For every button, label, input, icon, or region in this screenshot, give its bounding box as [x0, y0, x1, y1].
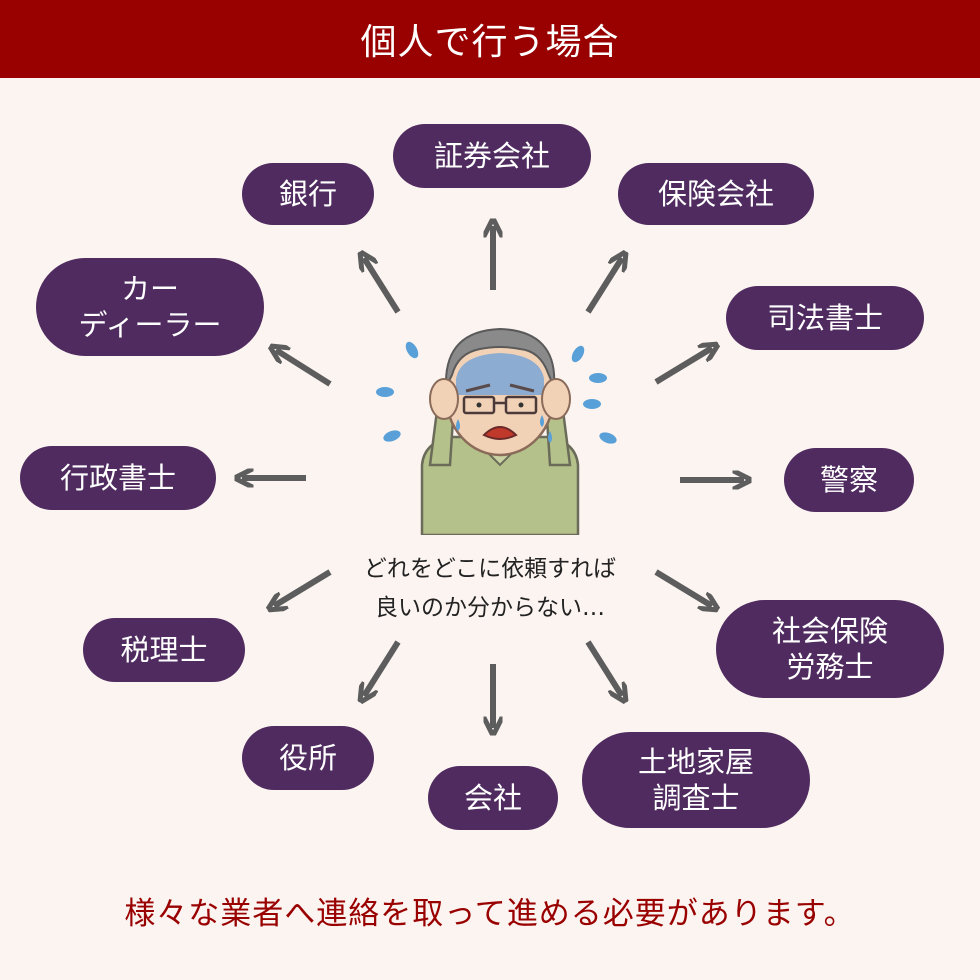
node-shouken: 証券会社: [393, 124, 591, 188]
node-sharoushi: 社会保険 労務士: [716, 600, 944, 698]
worried-man-icon: [420, 327, 580, 535]
node-ginkou: 銀行: [242, 163, 374, 225]
node-gyousei: 行政書士: [20, 446, 216, 510]
node-car: カー ディーラー: [36, 258, 264, 356]
node-tochi: 土地家屋 調査士: [582, 732, 810, 828]
page-title: 個人で行う場合: [360, 22, 620, 63]
node-zeiri: 税理士: [83, 618, 245, 682]
node-kaisha: 会社: [428, 766, 558, 830]
center-question: どれをどこに依頼すれば 良いのか分からない…: [363, 556, 617, 622]
page-header: 個人で行う場合: [0, 0, 980, 78]
arrow-hoken: [585, 258, 622, 314]
node-shihou: 司法書士: [726, 286, 924, 350]
arrow-sharoushi: [654, 569, 712, 606]
footer-message: 様々な業者へ連絡を取って進める必要があります。: [124, 896, 856, 932]
arrow-car: [276, 350, 332, 387]
node-yakusho: 役所: [242, 726, 374, 790]
arrow-ginkou: [364, 258, 401, 314]
arrow-yakusho: [364, 640, 401, 696]
arrow-tochi: [585, 640, 622, 696]
node-hoken: 保険会社: [618, 163, 814, 225]
node-keisatsu: 警察: [784, 448, 914, 512]
arrow-shihou: [654, 348, 712, 385]
arrow-zeiri: [274, 569, 332, 606]
